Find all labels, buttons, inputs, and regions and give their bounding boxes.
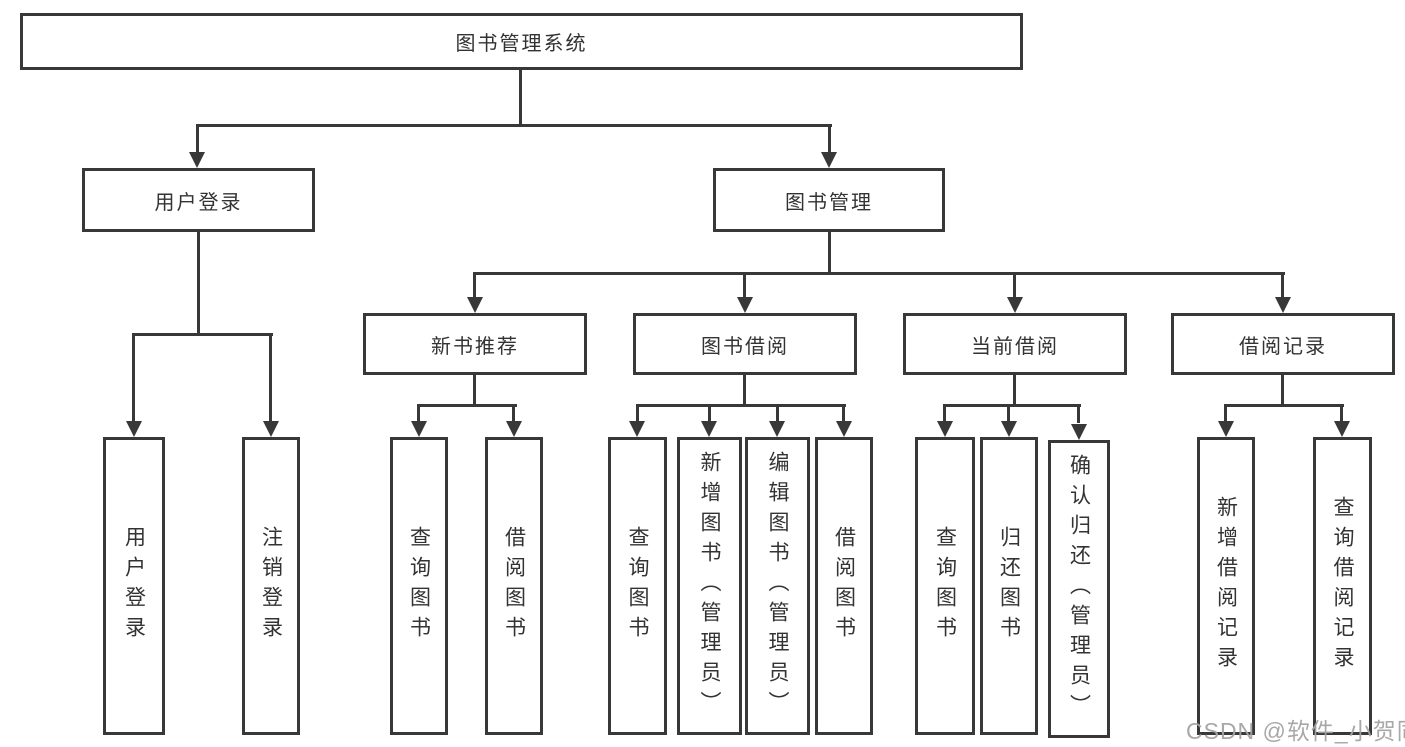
connector [1013, 272, 1016, 299]
leaf-label: 新增借阅记录 [1214, 496, 1238, 676]
connector [1007, 404, 1010, 423]
leaf-add-borrow-record: 新增借阅记录 [1197, 437, 1255, 735]
leaf-query-books-borrow: 查询图书 [608, 437, 667, 735]
connector [196, 124, 832, 127]
connector [132, 333, 273, 336]
leaf-label: 查询图书 [407, 526, 431, 646]
connector [197, 232, 200, 336]
arrowhead [737, 297, 753, 313]
leaf-label: 借阅图书 [832, 526, 856, 646]
leaf-label: 注销登录 [259, 526, 283, 646]
node-new-book-recommendation: 新书推荐 [363, 313, 587, 375]
connector [743, 272, 746, 299]
connector [1013, 375, 1016, 406]
leaf-edit-books-admin: 编辑图书（管理员） [745, 437, 810, 735]
leaf-user-login: 用户登录 [103, 437, 165, 735]
connector [636, 404, 639, 423]
leaf-confirm-return-admin: 确认归还（管理员） [1048, 440, 1110, 738]
leaf-borrow-books-recommend: 借阅图书 [485, 437, 543, 735]
connector [1281, 272, 1284, 299]
arrowhead [1007, 297, 1023, 313]
leaf-label: 新增图书（管理员） [698, 451, 721, 721]
leaf-borrow-books: 借阅图书 [815, 437, 873, 735]
arrowhead [701, 421, 717, 437]
connector [512, 404, 515, 423]
connector [417, 404, 517, 407]
connector [132, 333, 135, 423]
arrowhead [189, 152, 205, 168]
connector [636, 404, 846, 407]
connector [828, 232, 831, 275]
leaf-query-borrow-record: 查询借阅记录 [1313, 437, 1372, 735]
connector [1340, 404, 1343, 423]
leaf-label: 查询图书 [933, 526, 957, 646]
arrowhead [126, 421, 142, 437]
leaf-label: 确认归还（管理员） [1067, 454, 1091, 724]
arrowhead [1218, 421, 1234, 437]
connector [943, 404, 946, 423]
connector [776, 404, 779, 423]
connector [1077, 404, 1080, 423]
arrowhead [937, 421, 953, 437]
connector [473, 375, 476, 406]
connector [1224, 404, 1344, 407]
arrowhead [506, 421, 522, 437]
leaf-query-books-recommend: 查询图书 [390, 437, 448, 735]
connector [417, 404, 420, 423]
arrowhead [263, 421, 279, 437]
arrowhead [1275, 297, 1291, 313]
arrowhead [467, 297, 483, 313]
arrowhead [1334, 421, 1350, 437]
connector [743, 375, 746, 406]
node-book-management: 图书管理 [713, 168, 945, 232]
connector [828, 124, 831, 154]
leaf-label: 编辑图书（管理员） [766, 451, 789, 721]
arrowhead [1001, 421, 1017, 437]
connector [473, 272, 476, 299]
leaf-label: 归还图书 [997, 526, 1021, 646]
leaf-return-books: 归还图书 [980, 437, 1038, 735]
connector [943, 404, 1081, 407]
node-user-login: 用户登录 [82, 168, 315, 232]
leaf-add-books-admin: 新增图书（管理员） [677, 437, 742, 735]
leaf-label: 查询图书 [626, 526, 649, 646]
connector [1281, 375, 1284, 406]
node-book-borrowing: 图书借阅 [633, 313, 857, 375]
arrowhead [411, 421, 427, 437]
connector [1224, 404, 1227, 423]
node-current-borrowing: 当前借阅 [903, 313, 1127, 375]
leaf-query-books-current: 查询图书 [915, 437, 975, 735]
connector [269, 333, 272, 423]
connector [842, 404, 845, 423]
arrowhead [836, 421, 852, 437]
connector [473, 272, 1285, 275]
connector [708, 404, 711, 423]
connector [519, 70, 522, 125]
csdn-watermark: CSDN @软件_小贺同学 [1186, 718, 1405, 744]
arrowhead [1071, 424, 1087, 440]
connector [196, 124, 199, 154]
arrowhead [769, 421, 785, 437]
node-borrowing-records: 借阅记录 [1171, 313, 1395, 375]
arrowhead [629, 421, 645, 437]
leaf-label: 用户登录 [122, 526, 146, 646]
arrowhead [821, 152, 837, 168]
leaf-label: 查询借阅记录 [1331, 496, 1354, 676]
node-library-management-system: 图书管理系统 [20, 13, 1023, 70]
leaf-label: 借阅图书 [502, 526, 526, 646]
leaf-logout-login: 注销登录 [242, 437, 300, 735]
